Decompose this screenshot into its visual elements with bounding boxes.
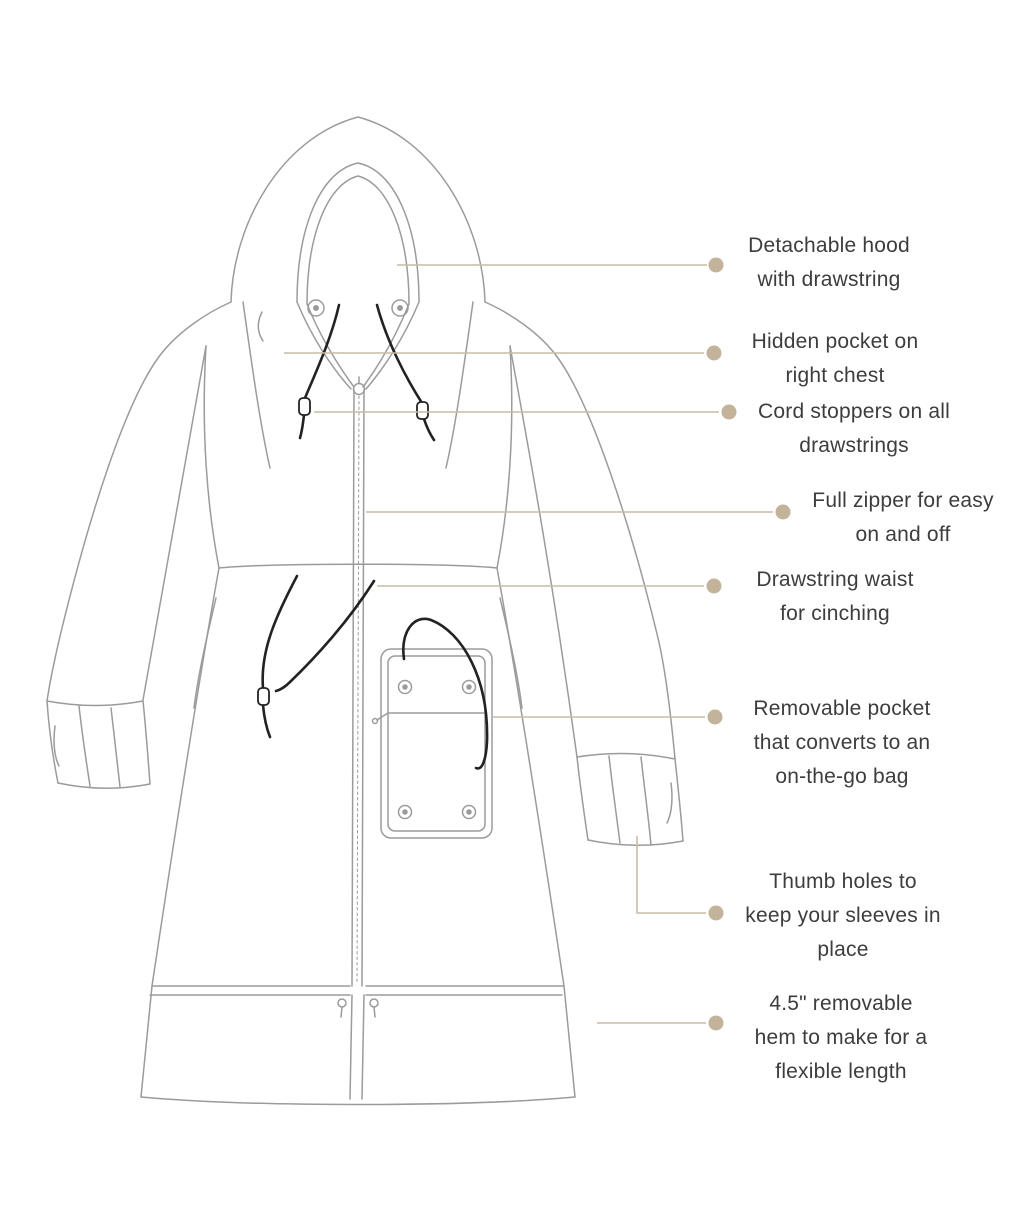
callout-dot-removable-pocket (707, 709, 723, 725)
waist-channel (218, 563, 498, 569)
hip-pocket-slit (499, 597, 523, 709)
callout-dot-cord-stoppers (721, 404, 737, 420)
coat-body (140, 345, 576, 1098)
snap-button (391, 299, 409, 317)
right-sleeve (484, 301, 684, 846)
waist-drawstring (261, 574, 299, 690)
removable-pocket (371, 648, 493, 839)
hood (230, 116, 486, 469)
callout-line: with drawstring (757, 268, 901, 291)
removable-hem (140, 985, 576, 1106)
callout-line: on and off (855, 523, 951, 546)
callout-line: Full zipper for easy (812, 489, 994, 512)
snap-button (397, 679, 413, 695)
callout-line: place (817, 938, 869, 961)
hidden-pocket-slit (257, 311, 264, 342)
snap-button (461, 679, 477, 695)
cord-stoppers (257, 397, 429, 706)
callout-dot-detachable-hood (708, 257, 724, 273)
callout-detachable-hood: Detachable hood with drawstring (719, 229, 939, 297)
snap-button (461, 804, 477, 820)
coat-outline (46, 116, 684, 1106)
zipper-pull (352, 382, 366, 396)
callout-line: keep your sleeves in (745, 904, 941, 927)
callout-dot-drawstring-waist (706, 578, 722, 594)
hem-zipper-pull (369, 998, 379, 1008)
thumb-hole-slit (666, 782, 673, 824)
callout-removable-pocket: Removable pocket that converts to an on-… (722, 692, 962, 794)
cord-stopper (416, 401, 429, 420)
hem-zipper-pull (337, 998, 347, 1008)
callout-line: Hidden pocket on (751, 330, 919, 353)
callout-dot-thumb-holes (708, 905, 724, 921)
hip-pocket-slit (193, 597, 217, 709)
callout-line: on-the-go bag (775, 765, 909, 788)
snap-button (307, 299, 325, 317)
callout-cord-stoppers: Cord stoppers on all drawstrings (734, 395, 974, 463)
callout-hidden-pocket: Hidden pocket on right chest (725, 325, 945, 393)
main-zipper (351, 376, 366, 987)
callout-dot-removable-hem (708, 1015, 724, 1031)
callout-line: Thumb holes to (769, 870, 917, 893)
snap-button (397, 804, 413, 820)
callout-removable-hem: 4.5" removable hem to make for a flexibl… (731, 987, 951, 1089)
callout-dot-full-zipper (775, 504, 791, 520)
callout-line: for cinching (780, 602, 890, 625)
callout-line: right chest (785, 364, 885, 387)
callout-line: flexible length (775, 1060, 907, 1083)
callout-line: Cord stoppers on all (758, 400, 950, 423)
hood-drawstring (303, 303, 341, 400)
leader-lines (284, 264, 773, 1024)
cord-stopper (257, 687, 270, 706)
callout-line: 4.5" removable (769, 992, 913, 1015)
hood-drawstring (375, 303, 424, 405)
pocket-strap-cord (402, 617, 489, 770)
callout-thumb-holes: Thumb holes to keep your sleeves in plac… (723, 865, 963, 967)
leader-line-thumb-holes (636, 836, 706, 914)
callout-drawstring-waist: Drawstring waist for cinching (725, 563, 945, 631)
callout-dot-hidden-pocket (706, 345, 722, 361)
cord-stopper (298, 397, 311, 416)
waist-drawstring (274, 579, 376, 693)
callout-line: drawstrings (799, 434, 909, 457)
left-sleeve (46, 301, 232, 789)
callout-dots (706, 257, 791, 1031)
callout-line: Detachable hood (748, 234, 910, 257)
thumb-hole-slit (53, 725, 60, 767)
drawstring-cords (261, 303, 489, 770)
callout-line: that converts to an (753, 731, 931, 754)
callout-line: Drawstring waist (756, 568, 914, 591)
callout-line: hem to make for a (754, 1026, 928, 1049)
callout-line: Removable pocket (753, 697, 931, 720)
callout-full-zipper: Full zipper for easy on and off (788, 484, 1018, 552)
